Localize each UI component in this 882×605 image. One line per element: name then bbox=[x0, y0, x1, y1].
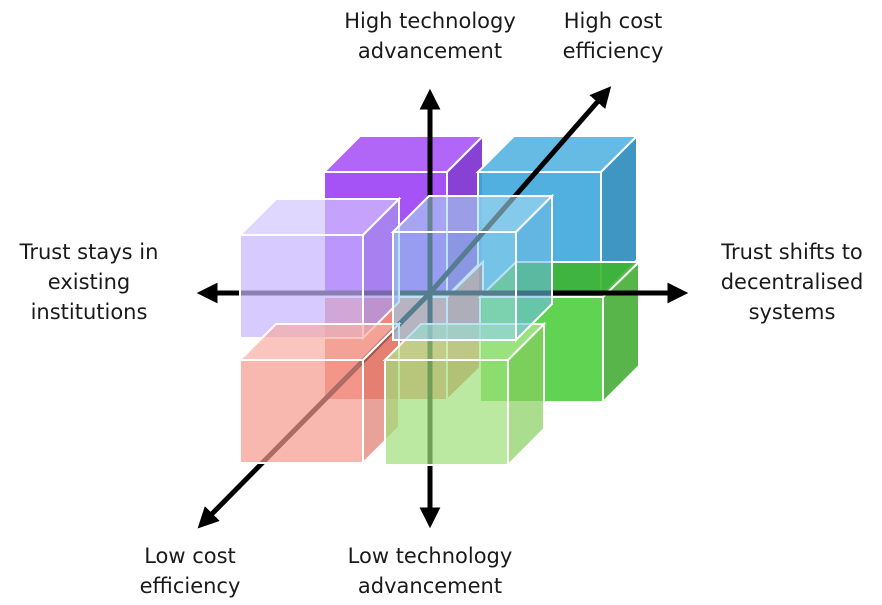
label-line: systems bbox=[748, 300, 836, 324]
label-line: Low technology bbox=[347, 544, 513, 568]
cube-light-green-side bbox=[507, 321, 545, 468]
label-low-technology-advancement: Low technology advancement bbox=[330, 541, 530, 601]
label-line: Trust stays in bbox=[19, 240, 159, 264]
label-line: existing bbox=[47, 270, 131, 294]
label-line: High technology bbox=[344, 9, 516, 33]
label-line: decentralised bbox=[720, 270, 864, 294]
label-line: Low cost bbox=[144, 544, 236, 568]
label-line: High cost bbox=[563, 9, 663, 33]
label-high-cost-efficiency: High cost efficiency bbox=[528, 6, 698, 66]
cube-salmon bbox=[237, 321, 402, 466]
cube-light-blue-side bbox=[515, 193, 553, 343]
cube-light-blue bbox=[390, 193, 555, 343]
label-line: efficiency bbox=[139, 574, 241, 598]
cube-green-side bbox=[602, 259, 640, 405]
label-line: institutions bbox=[30, 300, 148, 324]
cube-salmon-front bbox=[239, 359, 364, 464]
label-line: advancement bbox=[357, 574, 503, 598]
label-low-cost-efficiency: Low cost efficiency bbox=[110, 541, 270, 601]
cube-light-blue-front bbox=[392, 231, 517, 341]
cube-lavender bbox=[237, 196, 402, 341]
label-trust-shifts-to-decentralised-systems: Trust shifts to decentralised systems bbox=[702, 237, 882, 327]
cube-light-green-front bbox=[384, 359, 509, 466]
label-trust-stays-in-existing-institutions: Trust stays in existing institutions bbox=[0, 237, 178, 327]
label-high-technology-advancement: High technology advancement bbox=[330, 6, 530, 66]
label-line: advancement bbox=[357, 39, 503, 63]
label-line: efficiency bbox=[562, 39, 664, 63]
cube-blue-side bbox=[600, 133, 638, 299]
label-line: Trust shifts to bbox=[721, 240, 863, 264]
cube-light-green bbox=[382, 321, 547, 468]
cube-lavender-front bbox=[239, 234, 364, 339]
